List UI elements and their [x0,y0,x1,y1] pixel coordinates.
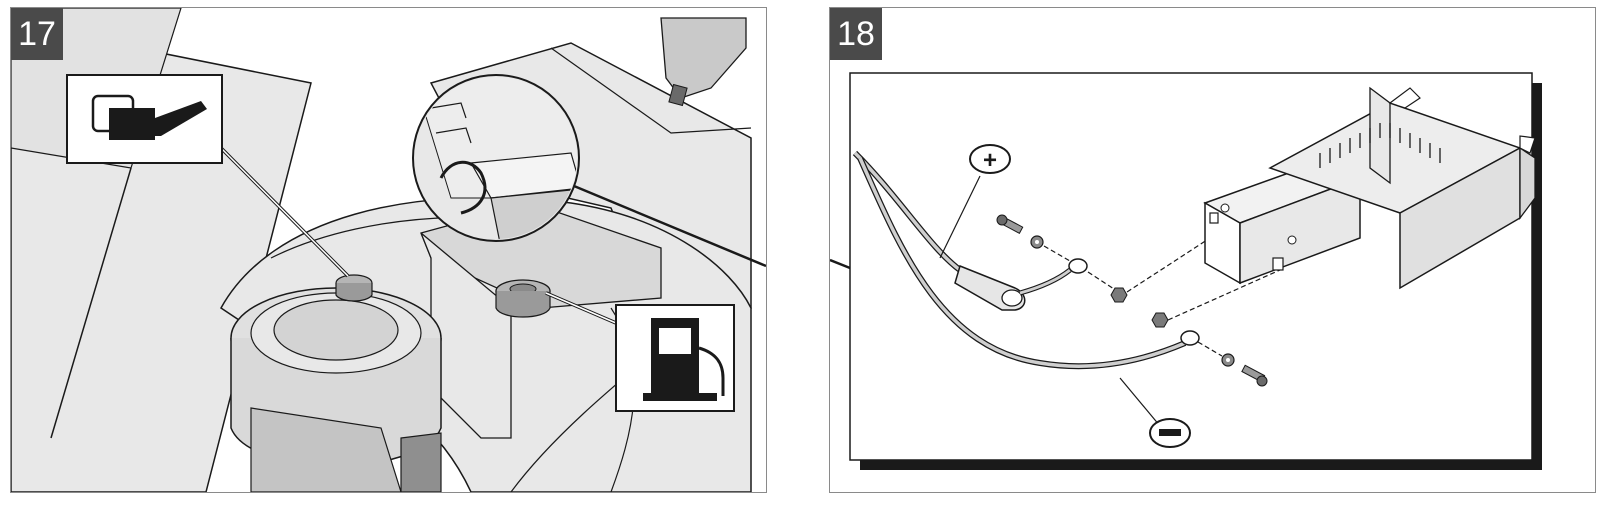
plus-cable [954,258,1088,311]
battery-tray [1268,86,1536,290]
battery [1203,159,1362,285]
figure-number-18: 18 [830,8,882,60]
figure-number-17: 17 [11,8,63,60]
plus-terminal-icon [969,144,1011,174]
oil-can-icon [91,94,207,140]
plus-label: + [983,147,997,174]
plus-hardware [996,214,1211,303]
figure-18-panel: 18 + [829,7,1596,493]
figure-17-illustration [11,8,766,492]
figure-18-illustration: + [830,72,1542,470]
minus-hardware [1151,269,1281,387]
figure-17-panel: 17 [10,7,767,493]
nozzle [660,17,747,99]
minus-label [1159,429,1181,436]
fuel-pump-icon [643,318,725,401]
